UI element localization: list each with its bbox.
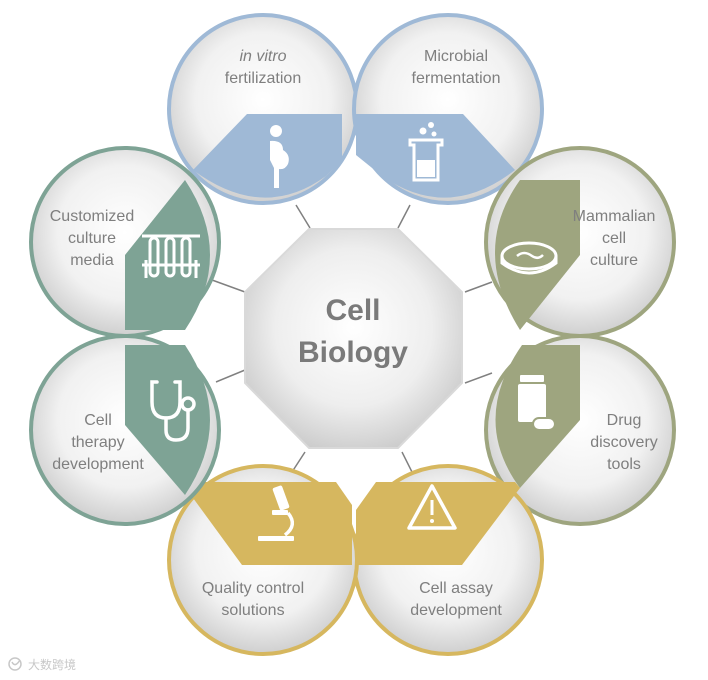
pill-bottle-icon	[518, 375, 556, 431]
node-cell-assay-development	[352, 464, 544, 656]
node-cell-therapy-development	[29, 334, 221, 526]
pregnant-woman-icon	[270, 125, 289, 188]
node-drug-discovery-tools	[484, 334, 676, 526]
beaker-icon	[408, 122, 444, 182]
label-line: Mammalian	[572, 208, 656, 225]
stethoscope-icon	[150, 380, 196, 442]
test-tube-rack-icon	[142, 234, 200, 278]
label-quality-control-solutions: Quality control solutions	[183, 578, 323, 622]
label-line: development	[52, 456, 144, 473]
petri-dish-icon	[500, 241, 558, 275]
label-customized-culture-media: Customized culture media	[22, 206, 162, 272]
center-title: Cell Biology	[253, 290, 453, 374]
label-line: Cell assay	[419, 580, 493, 597]
label-line: development	[410, 602, 502, 619]
label-cell-therapy-development: Cell therapy development	[28, 410, 168, 476]
node-quality-control-solutions	[167, 464, 359, 656]
label-line: Quality control	[201, 580, 305, 597]
label-line: tools	[607, 456, 641, 473]
label-line: fermentation	[411, 70, 501, 87]
node-microbial-fermentation	[352, 13, 544, 205]
label-line: therapy	[71, 434, 125, 451]
center-title-line1: Cell	[325, 294, 381, 327]
label-microbial-fermentation: Microbial fermentation	[386, 46, 526, 90]
label-line: Microbial	[423, 48, 488, 65]
watermark-text: 大数跨境	[28, 657, 77, 672]
node-in-vitro-fertilization	[167, 13, 359, 205]
microscope-icon	[258, 485, 295, 541]
label-line: fertilization	[224, 70, 302, 87]
node-customized-culture-media	[29, 146, 221, 338]
label-line: cell	[601, 230, 626, 247]
node-mammalian-cell-culture	[484, 146, 676, 338]
label-in-vitro-fertilization: in vitro fertilization	[193, 46, 333, 90]
connector-lines	[211, 204, 493, 473]
label-line: culture	[67, 230, 117, 247]
label-line: solutions	[221, 602, 285, 619]
label-mammalian-cell-culture: Mammalian cell culture	[544, 206, 684, 272]
watermark-logo-icon	[8, 657, 22, 671]
center-title-line2: Biology	[298, 336, 408, 369]
center-octagon	[244, 228, 463, 449]
label-line: media	[70, 252, 114, 269]
label-line: in vitro	[239, 48, 287, 65]
warning-triangle-icon	[407, 484, 457, 530]
label-line: culture	[589, 252, 639, 269]
label-line: Drug	[606, 412, 642, 429]
label-drug-discovery-tools: Drug discovery tools	[554, 410, 694, 476]
label-line: discovery	[590, 434, 658, 451]
label-line: Cell	[84, 412, 112, 429]
watermark: 大数跨境	[6, 654, 76, 674]
label-line: Customized	[49, 208, 135, 225]
label-cell-assay-development: Cell assay development	[386, 578, 526, 622]
